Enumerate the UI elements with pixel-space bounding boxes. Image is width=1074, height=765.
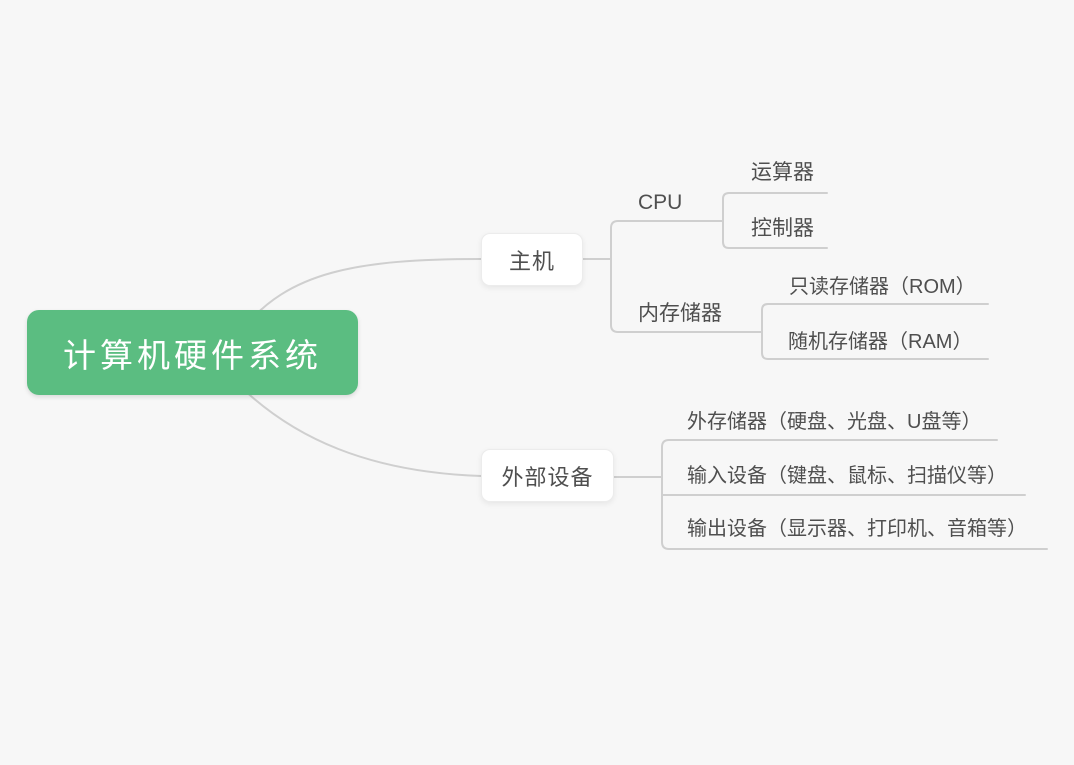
node-internal-memory[interactable]: 内存储器 xyxy=(638,302,722,325)
bracket-host-children xyxy=(610,220,763,333)
root-node[interactable]: 计算机硬件系统 xyxy=(27,310,358,395)
node-rom[interactable]: 只读存储器（ROM） xyxy=(789,276,976,298)
branch-node-external[interactable]: 外部设备 xyxy=(481,449,614,502)
node-arithmetic-unit[interactable]: 运算器 xyxy=(751,161,814,184)
branch-label-host: 主机 xyxy=(508,248,555,274)
node-cpu[interactable]: CPU xyxy=(638,191,683,214)
root-label: 计算机硬件系统 xyxy=(63,336,322,374)
branch-label-external: 外部设备 xyxy=(501,464,594,490)
node-output-devices[interactable]: 输出设备（显示器、打印机、音箱等） xyxy=(687,518,1027,540)
curve-root-to-external xyxy=(239,385,482,477)
node-input-devices[interactable]: 输入设备（键盘、鼠标、扫描仪等） xyxy=(687,465,1007,487)
node-external-storage[interactable]: 外存储器（硬盘、光盘、U盘等） xyxy=(687,411,982,433)
node-ram[interactable]: 随机存储器（RAM） xyxy=(788,331,973,353)
branch-node-host[interactable]: 主机 xyxy=(481,233,583,286)
bracket-cpu-children xyxy=(722,192,828,249)
bracket-memory-children xyxy=(761,303,989,360)
node-control-unit[interactable]: 控制器 xyxy=(751,217,814,240)
